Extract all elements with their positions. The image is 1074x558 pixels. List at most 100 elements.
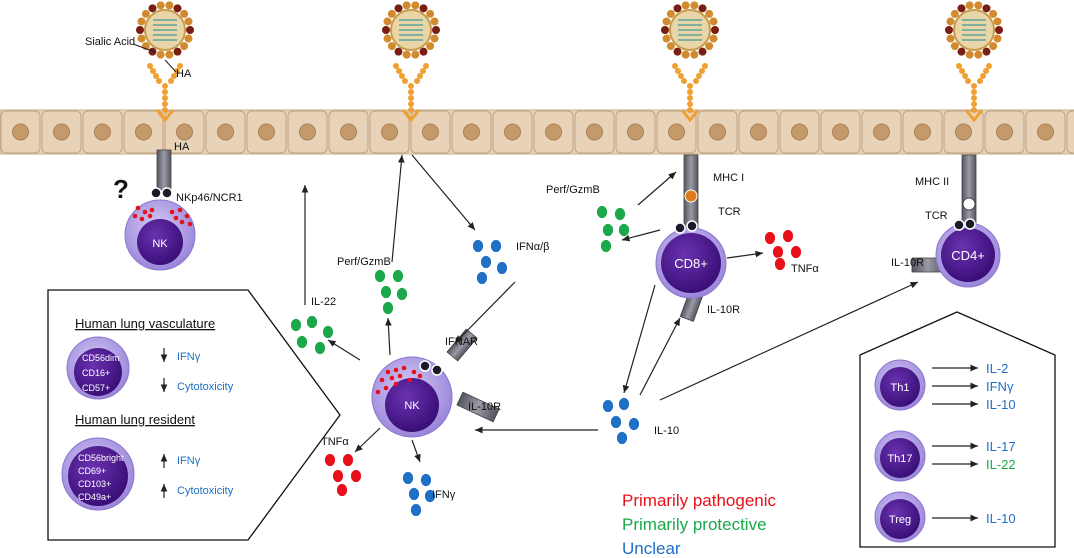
il22-dots	[290, 315, 334, 355]
vasculature-title: Human lung vasculature	[75, 316, 215, 331]
influenza-virus	[382, 1, 440, 59]
cell-nucleus	[586, 123, 603, 141]
tcr-cd8-label: TCR	[718, 206, 741, 218]
cell-nucleus	[668, 123, 685, 141]
mhc2-label: MHC II	[915, 176, 949, 188]
arrow-nk-to-perf	[385, 317, 392, 356]
il10r-cd4-label: IL-10R	[891, 257, 924, 269]
influenza-virus	[136, 1, 194, 59]
arrow-perf-to-epithelium	[391, 154, 405, 263]
vasc-effect-ifng: IFNγ	[177, 351, 201, 363]
sialic-acid-receptor	[956, 63, 992, 113]
cell-nucleus	[914, 123, 931, 141]
res-effect-cytotoxicity: Cytotoxicity	[177, 485, 234, 497]
ifng-nk-dots	[402, 471, 436, 517]
sialic-acid-pointer	[132, 43, 156, 53]
th1-output-il10: IL-10	[986, 397, 1016, 412]
ifn-ab-dots	[472, 239, 508, 285]
cell-nucleus	[750, 123, 767, 141]
question-mark: ?	[113, 174, 129, 204]
legend-protective: Primarily protective	[622, 515, 767, 534]
epithelium-layer	[0, 109, 1074, 155]
arrow-cd8-to-il10	[622, 284, 656, 394]
arrow-cd8-to-perf	[621, 229, 661, 242]
ha-virus-label: HA	[176, 68, 192, 80]
cell-nucleus	[463, 123, 480, 141]
nkp46-receptor	[156, 149, 172, 191]
cell-nucleus	[832, 123, 849, 141]
cell-nucleus	[1037, 123, 1054, 141]
ifnar-label: IFNAR	[445, 336, 478, 348]
vasc-marker-1: CD56dim	[82, 353, 120, 363]
virus-group	[136, 1, 1003, 123]
res-marker-3: CD103+	[78, 479, 111, 489]
th1-label: Th1	[891, 382, 910, 394]
res-marker-2: CD69+	[78, 466, 106, 476]
cell-nucleus	[217, 123, 234, 141]
cell-nucleus	[422, 123, 439, 141]
arrow-perf-to-mhc1	[637, 171, 677, 206]
il10-dots	[602, 397, 640, 445]
cell-nucleus	[135, 123, 152, 141]
perf-gzmb-nk-dots	[374, 269, 408, 315]
ifn-ab-label: IFNα/β	[516, 241, 549, 253]
cd8-t-cell	[655, 154, 727, 322]
cell-nucleus	[545, 123, 562, 141]
cell-nucleus	[709, 123, 726, 141]
arrow-cd8-to-tnfa	[726, 250, 764, 259]
vasc-marker-2: CD16+	[82, 368, 110, 378]
th1-output-ifng: IFNγ	[986, 379, 1014, 394]
nkp46-label: NKp46/NCR1	[176, 192, 243, 204]
th17-output-il22: IL-22	[986, 457, 1016, 472]
res-effect-ifng: IFNγ	[177, 455, 201, 467]
th17-output-il17: IL-17	[986, 439, 1016, 454]
th1-output-il2: IL-2	[986, 361, 1008, 376]
ifng-nk-label: IFNγ	[432, 489, 456, 501]
arrow-nk-to-tnfa	[354, 427, 381, 453]
th17-label: Th17	[887, 453, 912, 465]
ha-receptor-label: HA	[174, 141, 190, 153]
epithelial-cell	[1066, 110, 1074, 154]
sialic-acid-receptor	[393, 63, 429, 113]
cd4-label: CD4+	[951, 248, 985, 263]
cell-nucleus	[299, 123, 316, 141]
cd4-t-cell	[911, 154, 1001, 288]
cell-nucleus	[873, 123, 890, 141]
cell-nucleus	[791, 123, 808, 141]
vasc-effect-cytotoxicity: Cytotoxicity	[177, 381, 234, 393]
cell-nucleus	[627, 123, 644, 141]
res-marker-4: CD49a+	[78, 492, 111, 502]
tcr-cd4-label: TCR	[925, 210, 948, 222]
il10-label: IL-10	[654, 425, 679, 437]
arrow-epithelium-to-ifn	[411, 154, 476, 231]
resident-title: Human lung resident	[75, 412, 195, 427]
nk-small-label: NK	[152, 238, 168, 250]
legend-pathogenic: Primarily pathogenic	[622, 491, 777, 510]
cell-nucleus	[258, 123, 275, 141]
sialic-acid-label: Sialic Acid	[85, 36, 135, 48]
cell-nucleus	[176, 123, 193, 141]
influenza-virus	[945, 1, 1003, 59]
cell-nucleus	[53, 123, 70, 141]
ha-pointer	[164, 59, 177, 73]
cell-nucleus	[94, 123, 111, 141]
sialic-acid-receptor	[672, 63, 708, 113]
cell-nucleus	[340, 123, 357, 141]
cytokine-dots	[290, 205, 802, 517]
arrow-il10-to-cd4	[659, 281, 919, 401]
cell-nucleus	[955, 123, 972, 141]
arrows	[301, 154, 919, 463]
nk-cell-small	[124, 187, 196, 271]
nk-main-label: NK	[404, 400, 420, 412]
cell-nucleus	[504, 123, 521, 141]
treg-label: Treg	[889, 514, 911, 526]
arrow-il10-to-cd8	[639, 317, 681, 396]
influenza-virus	[661, 1, 719, 59]
tnfa-nk-dots	[324, 453, 362, 497]
mhc1-label: MHC I	[713, 172, 744, 184]
il10r-cd8-label: IL-10R	[707, 304, 740, 316]
tnfa-nk-label: TNFα	[321, 436, 349, 448]
human-lung-panel: Human lung vasculature CD56dim CD16+ CD5…	[47, 289, 341, 541]
tnfa-cd8-label: TNFα	[791, 263, 819, 275]
sialic-acid-receptor	[147, 63, 183, 113]
